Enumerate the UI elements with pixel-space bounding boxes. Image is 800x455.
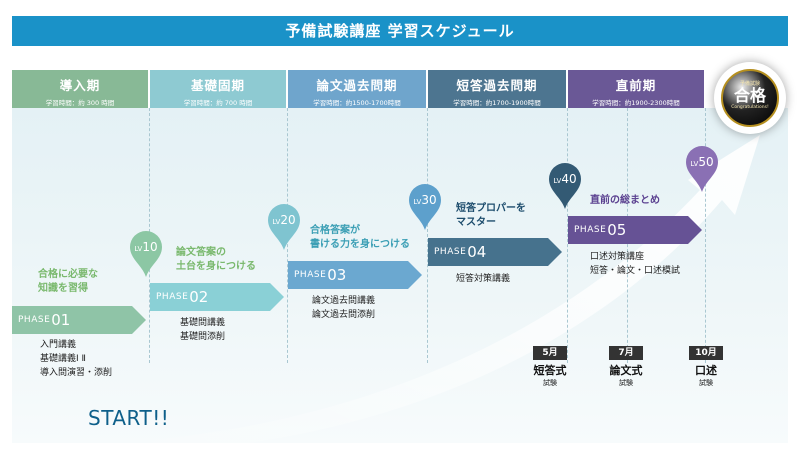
- course-item: 入門講義: [40, 340, 77, 350]
- exam-oral: 10月 口述 試験: [684, 346, 728, 388]
- pass-medal-icon: 予備試験 合格 Congratulations!: [721, 69, 779, 127]
- exam-month: 7月: [609, 346, 643, 360]
- period-study-time: 学習時間：約 700 時間: [183, 99, 253, 107]
- level-prefix: LV: [690, 160, 699, 168]
- badge-sub-text: Congratulations!: [731, 105, 769, 110]
- phase-1-headline: 合格に必要な 知識を習得: [38, 268, 98, 296]
- course-item: 基礎問添削: [180, 332, 226, 342]
- exam-sub: 試験: [619, 379, 633, 387]
- level-prefix: LV: [413, 198, 422, 206]
- level-prefix: LV: [272, 218, 281, 226]
- headline-line: 土台を身につける: [176, 261, 256, 272]
- period-foundation: 基礎固期 学習時間：約 700 時間: [150, 70, 286, 108]
- period-name: 短答過去問期: [456, 78, 538, 93]
- course-item: 論文過去問講義: [312, 296, 376, 306]
- phase-1-arrow: PHASE 01: [12, 306, 146, 334]
- phase-5-arrow: PHASE 05: [568, 216, 702, 244]
- level-40-pin-icon: LV40: [549, 163, 581, 209]
- pass-badge: 予備試験 合格 Congratulations!: [714, 62, 786, 134]
- phase-number: 01: [51, 311, 71, 329]
- level-10-pin-icon: LV10: [130, 231, 162, 277]
- level-value: 30: [421, 193, 437, 207]
- course-item: 口述対策講座: [590, 252, 645, 262]
- period-name: 基礎固期: [190, 78, 245, 93]
- exam-sub: 試験: [699, 379, 713, 387]
- phase-5-headline: 直前の総まとめ: [590, 194, 660, 208]
- level-value: 50: [698, 155, 714, 169]
- exam-essay: 7月 論文式 試験: [604, 346, 648, 388]
- period-study-time: 学習時間：約1500-1700時間: [313, 99, 401, 107]
- period-introduction: 導入期 学習時間：約 300 時間: [12, 70, 148, 108]
- headline-line: 知識を習得: [38, 283, 88, 294]
- headline-line: 短答プロパーを: [456, 203, 526, 214]
- exam-short-answer: 5月 短答式 試験: [530, 346, 570, 388]
- period-final-stage: 直前期 学習時間：約1900-2300時間: [568, 70, 704, 108]
- period-divider: [705, 108, 706, 363]
- page-title: 予備試験講座 学習スケジュール: [12, 16, 788, 46]
- exam-month: 10月: [689, 346, 723, 360]
- period-name: 導入期: [59, 78, 101, 93]
- phase-3-headline: 合格答案が 書ける力を身につける: [310, 224, 410, 252]
- period-name: 直前期: [615, 78, 657, 93]
- period-short-answer-past-questions: 短答過去問期 学習時間：約1700-1900時間: [428, 70, 566, 108]
- phase-word: PHASE: [294, 270, 327, 280]
- phase-word: PHASE: [434, 247, 467, 257]
- headline-line: 直前の総まとめ: [590, 195, 660, 206]
- phase-number: 03: [327, 266, 347, 284]
- course-item: 短答対策講義: [456, 274, 511, 284]
- headline-line: 論文答案の: [176, 247, 226, 258]
- phase-1-courses: 入門講義 基礎講義Ⅰ Ⅱ 導入問演習・添削: [40, 338, 112, 380]
- period-study-time: 学習時間：約1700-1900時間: [453, 99, 541, 107]
- level-50-pin-icon: LV50: [686, 146, 718, 192]
- phase-5-courses: 口述対策講座 短答・論文・口述模試: [590, 250, 680, 278]
- period-divider: [567, 108, 568, 363]
- period-divider: [427, 108, 428, 363]
- phase-4-courses: 短答対策講義: [456, 272, 510, 286]
- phase-word: PHASE: [156, 292, 189, 302]
- course-item: 基礎問講義: [180, 318, 226, 328]
- level-value: 40: [561, 172, 577, 186]
- period-study-time: 学習時間：約 300 時間: [45, 99, 115, 107]
- level-value: 20: [280, 213, 296, 227]
- headline-line: 合格に必要な: [38, 269, 98, 280]
- period-name: 論文過去問期: [316, 78, 398, 93]
- phase-number: 05: [607, 221, 627, 239]
- period-essay-past-questions: 論文過去問期 学習時間：約1500-1700時間: [288, 70, 426, 108]
- phase-word: PHASE: [574, 225, 607, 235]
- course-item: 短答・論文・口述模試: [590, 266, 681, 276]
- exam-name: 短答式: [533, 364, 567, 377]
- level-20-pin-icon: LV20: [268, 204, 300, 250]
- level-value: 10: [142, 240, 158, 254]
- level-30-pin-icon: LV30: [409, 184, 441, 230]
- period-study-time: 学習時間：約1900-2300時間: [592, 99, 680, 107]
- level-prefix: LV: [134, 245, 143, 253]
- phase-3-arrow: PHASE 03: [288, 261, 422, 289]
- exam-name: 口述: [695, 364, 717, 377]
- phase-2-courses: 基礎問講義 基礎問添削: [180, 316, 225, 344]
- level-prefix: LV: [553, 177, 562, 185]
- phase-2-headline: 論文答案の 土台を身につける: [176, 246, 256, 274]
- headline-line: 書ける力を身につける: [310, 239, 410, 250]
- exam-name: 論文式: [609, 364, 643, 377]
- phase-4-headline: 短答プロパーを マスター: [456, 202, 526, 230]
- course-item: 論文過去問添削: [312, 310, 376, 320]
- course-item: 基礎講義Ⅰ Ⅱ: [40, 354, 86, 364]
- phase-3-courses: 論文過去問講義 論文過去問添削: [312, 294, 375, 322]
- phase-2-arrow: PHASE 02: [150, 283, 284, 311]
- start-label: START!!: [88, 406, 170, 430]
- headline-line: マスター: [456, 217, 496, 228]
- phase-4-arrow: PHASE 04: [428, 238, 562, 266]
- badge-main-text: 合格: [733, 86, 766, 105]
- course-item: 導入問演習・添削: [40, 368, 113, 378]
- badge-top-text: 予備試験: [739, 81, 760, 87]
- headline-line: 合格答案が: [310, 225, 360, 236]
- phase-number: 02: [189, 288, 209, 306]
- phase-number: 04: [467, 243, 487, 261]
- phase-word: PHASE: [18, 315, 51, 325]
- exam-sub: 試験: [543, 379, 557, 387]
- exam-month: 5月: [533, 346, 567, 360]
